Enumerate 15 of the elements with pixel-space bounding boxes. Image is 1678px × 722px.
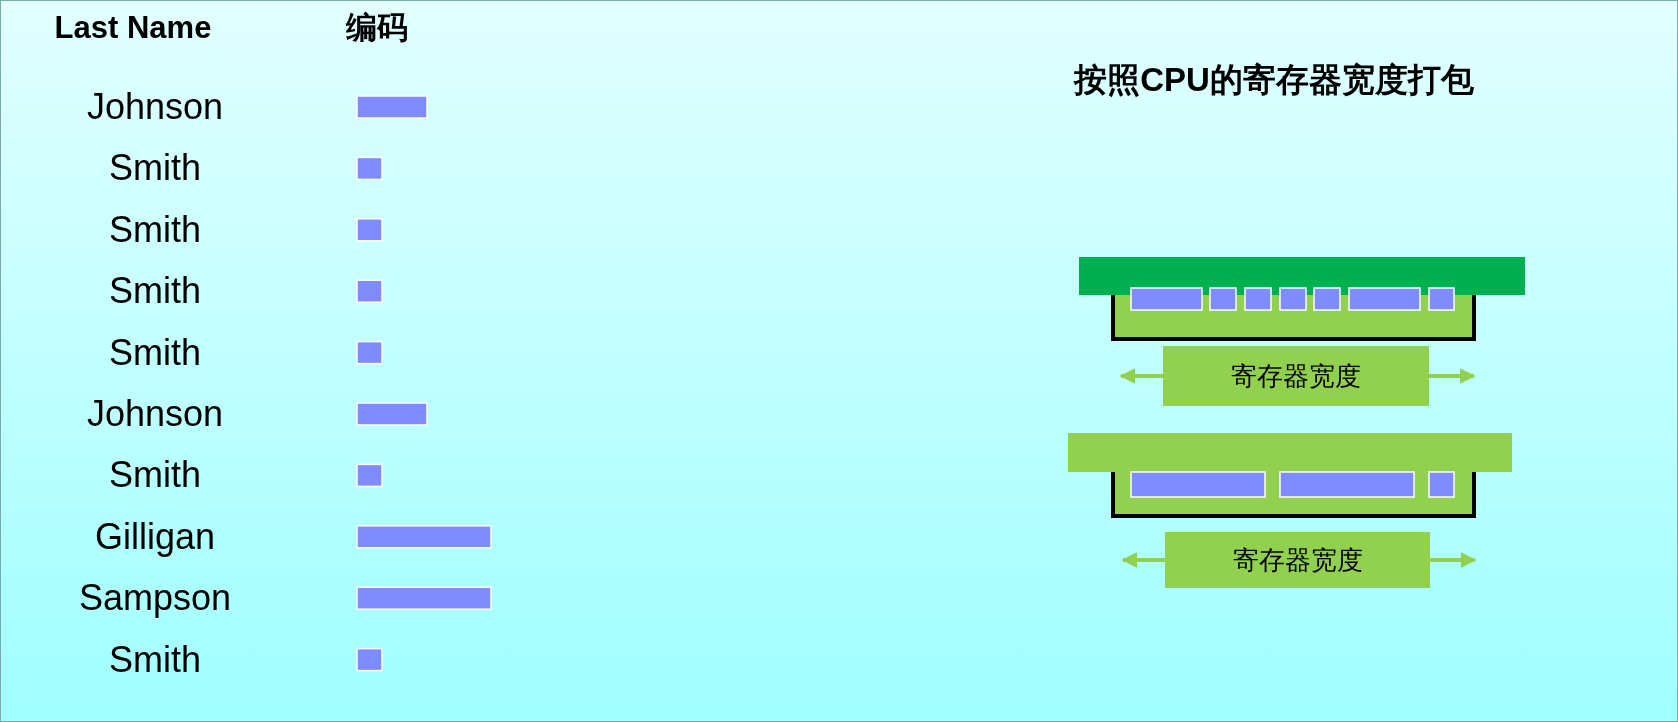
name-text: Johnson bbox=[86, 86, 224, 128]
name-text: Smith bbox=[109, 147, 201, 190]
title: 按照CPU的寄存器宽度打包 bbox=[1074, 59, 1474, 100]
name-text: Smith bbox=[109, 454, 201, 497]
label-box: 寄存器宽度 bbox=[1163, 346, 1429, 406]
column-header: Last Name bbox=[54, 10, 212, 46]
name-text: Smith bbox=[109, 270, 201, 313]
name-text: Smith bbox=[109, 638, 201, 681]
name-text: Johnson bbox=[86, 393, 224, 435]
name-text: Smith bbox=[109, 208, 201, 251]
label-box: 寄存器宽度 bbox=[1165, 532, 1430, 588]
name-text: Sampson bbox=[78, 577, 232, 620]
column-header: 编码 bbox=[346, 9, 408, 47]
name-text: Smith bbox=[109, 331, 201, 374]
name-text: Gilligan bbox=[94, 515, 216, 558]
